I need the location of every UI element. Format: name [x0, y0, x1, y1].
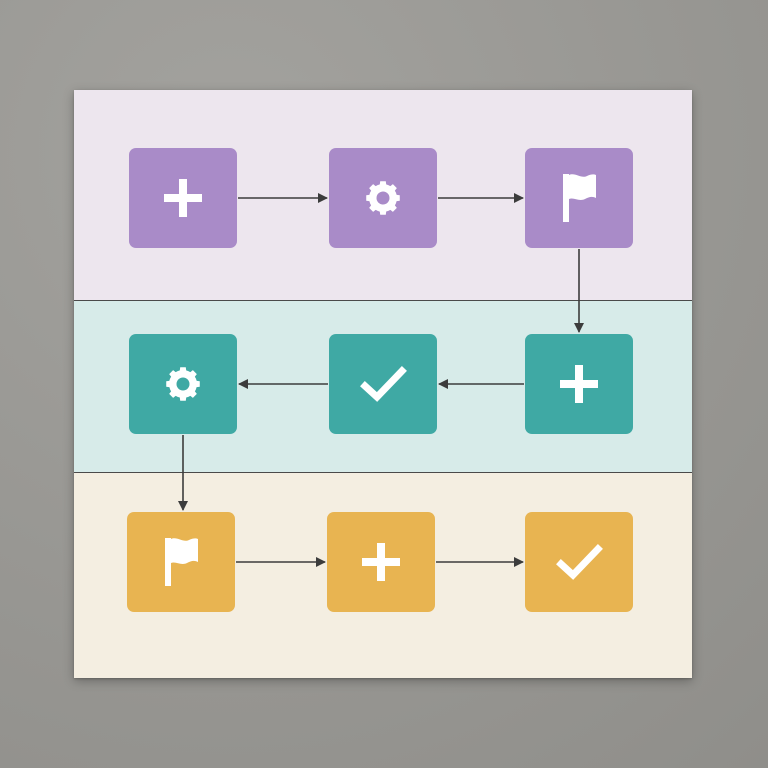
check-icon: [357, 360, 409, 408]
step-node: [525, 512, 633, 612]
step-node: [129, 334, 237, 434]
check-icon: [553, 538, 605, 586]
diagram-paper: [74, 90, 692, 678]
step-node: [329, 148, 437, 248]
step-node: [129, 148, 237, 248]
step-node: [525, 148, 633, 248]
step-node: [329, 334, 437, 434]
flag-icon: [555, 170, 603, 226]
plus-icon: [357, 538, 405, 586]
gear-icon: [359, 174, 407, 222]
row-divider: [74, 472, 692, 473]
flow-arrows: [178, 193, 584, 567]
step-node: [327, 512, 435, 612]
step-node: [127, 512, 235, 612]
plus-icon: [555, 360, 603, 408]
step-node: [525, 334, 633, 434]
flag-icon: [157, 534, 205, 590]
plus-icon: [159, 174, 207, 222]
gear-icon: [159, 360, 207, 408]
row-divider: [74, 300, 692, 301]
